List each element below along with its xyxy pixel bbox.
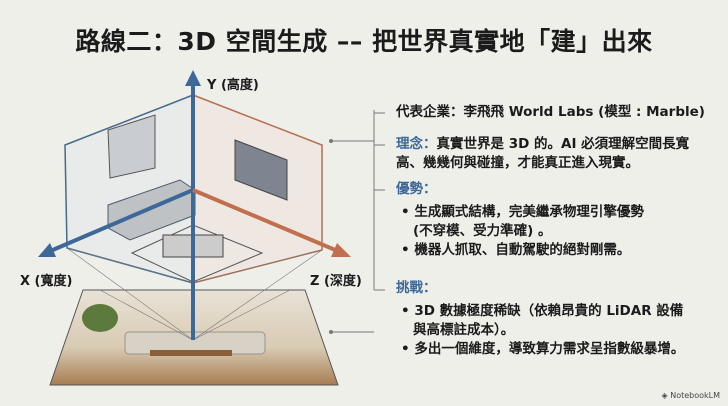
challenge-item: • 3D 數據極度稀缺（依賴昂貴的 LiDAR 設備 [401,303,684,319]
advantages-label: 優勢： [396,181,437,197]
concept-line-2: 高、幾幾何與碰撞，才能真正進入現實。 [396,155,639,171]
x-axis-label: X (寬度) [20,274,73,289]
concept-line-1: 理念：真實世界是 3D 的。AI 必須理解空間長寬 [396,135,689,154]
advantage-item: • 生成顯式結構，完美繼承物理引擎優勢 [401,204,644,220]
concept-text: 真實世界是 3D 的。AI 必須理解空間長寬 [436,136,690,152]
wire-lines [66,247,323,341]
notebooklm-icon: ◈ [661,391,671,400]
wall-frame [107,114,156,179]
y-axis-arrow [185,70,201,86]
z-axis-label: Z (深度) [310,274,362,289]
watermark-text: NotebookLM [670,391,720,400]
advantage-item-cont: (不穿模、受力準確) 。 [413,223,552,239]
connector-lines [333,110,385,333]
challenge-item: • 多出一個維度，導致算力需求呈指數級暴增。 [401,341,685,357]
slide-title: 路線二：3D 空間生成 –– 把世界真實地「建」出來 [75,27,653,56]
x-axis [47,188,194,254]
advantage-item: • 機器人抓取、自動駕駛的絕對剛需。 [401,242,631,258]
photo-table [150,350,232,356]
photo-plant [82,304,118,332]
challenges-label: 挑戰： [396,280,437,296]
notebooklm-watermark: ◈ NotebookLM [662,391,721,400]
company-text: 代表企業：李飛飛 World Labs (模型 : Marble) [396,104,705,120]
x-axis-arrow [38,243,56,257]
y-axis-label: Y (高度) [207,78,259,93]
tv [234,139,288,201]
z-axis-arrow [331,243,351,257]
concept-label: 理念： [396,136,437,152]
floor-rug [130,224,264,283]
challenge-item-cont: 與高標註成本）。 [413,322,515,338]
z-axis [192,188,341,254]
